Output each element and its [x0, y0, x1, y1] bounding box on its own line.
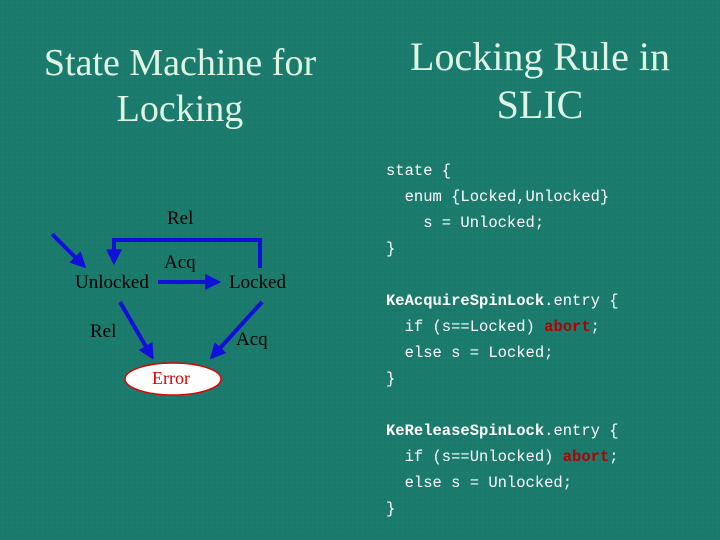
edge-rel-unlocked-error [118, 300, 154, 360]
acq-lower-label: Acq [236, 329, 268, 350]
release-abort-keyword: abort [562, 448, 610, 466]
edge-acq-locked-error [209, 300, 264, 360]
rel-top-label: Rel [167, 208, 194, 229]
release-line-1-pre: if (s==Unlocked) [386, 448, 563, 466]
left-title-line-1: State Machine for [43, 42, 317, 84]
error-node-label: Error [152, 368, 190, 388]
release-line-2: else s = Unlocked; [386, 474, 573, 492]
release-close: } [386, 500, 396, 518]
initial-arrow [50, 232, 87, 269]
right-title-line-1: Locking Rule in [410, 34, 670, 79]
unlocked-node-label: Unlocked [75, 272, 149, 293]
code-state-line-2: enum {Locked,Unlocked} [386, 188, 610, 206]
acquire-function-name: KeAcquireSpinLock [386, 292, 545, 310]
error-node-shape [124, 362, 222, 396]
right-title-line-2: SLIC [496, 82, 584, 127]
code-state-line-1: state { [386, 162, 452, 180]
acquire-line-1-post: ; [590, 318, 600, 336]
acquire-abort-keyword: abort [544, 318, 591, 336]
edge-rel-locked-unlocked [106, 238, 262, 268]
acquire-close: } [386, 370, 396, 388]
code-state-line-4: } [386, 240, 396, 258]
right-title: Locking Rule in SLIC [385, 33, 695, 129]
acquire-entry: .entry { [544, 292, 619, 310]
release-line-1-post: ; [609, 448, 619, 466]
release-entry: .entry { [544, 422, 619, 440]
acquire-line-1-pre: if (s==Locked) [386, 318, 545, 336]
acquire-line-2: else s = Locked; [386, 344, 554, 362]
acq-middle-label: Acq [164, 252, 196, 273]
locked-node-label: Locked [229, 272, 286, 293]
left-title-line-2: Locking [116, 88, 244, 130]
slic-code-block: state { enum {Locked,Unlocked} s = Unloc… [386, 158, 619, 522]
release-function-name: KeReleaseSpinLock [386, 422, 545, 440]
rel-lower-label: Rel [90, 321, 117, 342]
left-title: State Machine for Locking [15, 40, 345, 132]
code-state-line-3: s = Unlocked; [386, 214, 545, 232]
